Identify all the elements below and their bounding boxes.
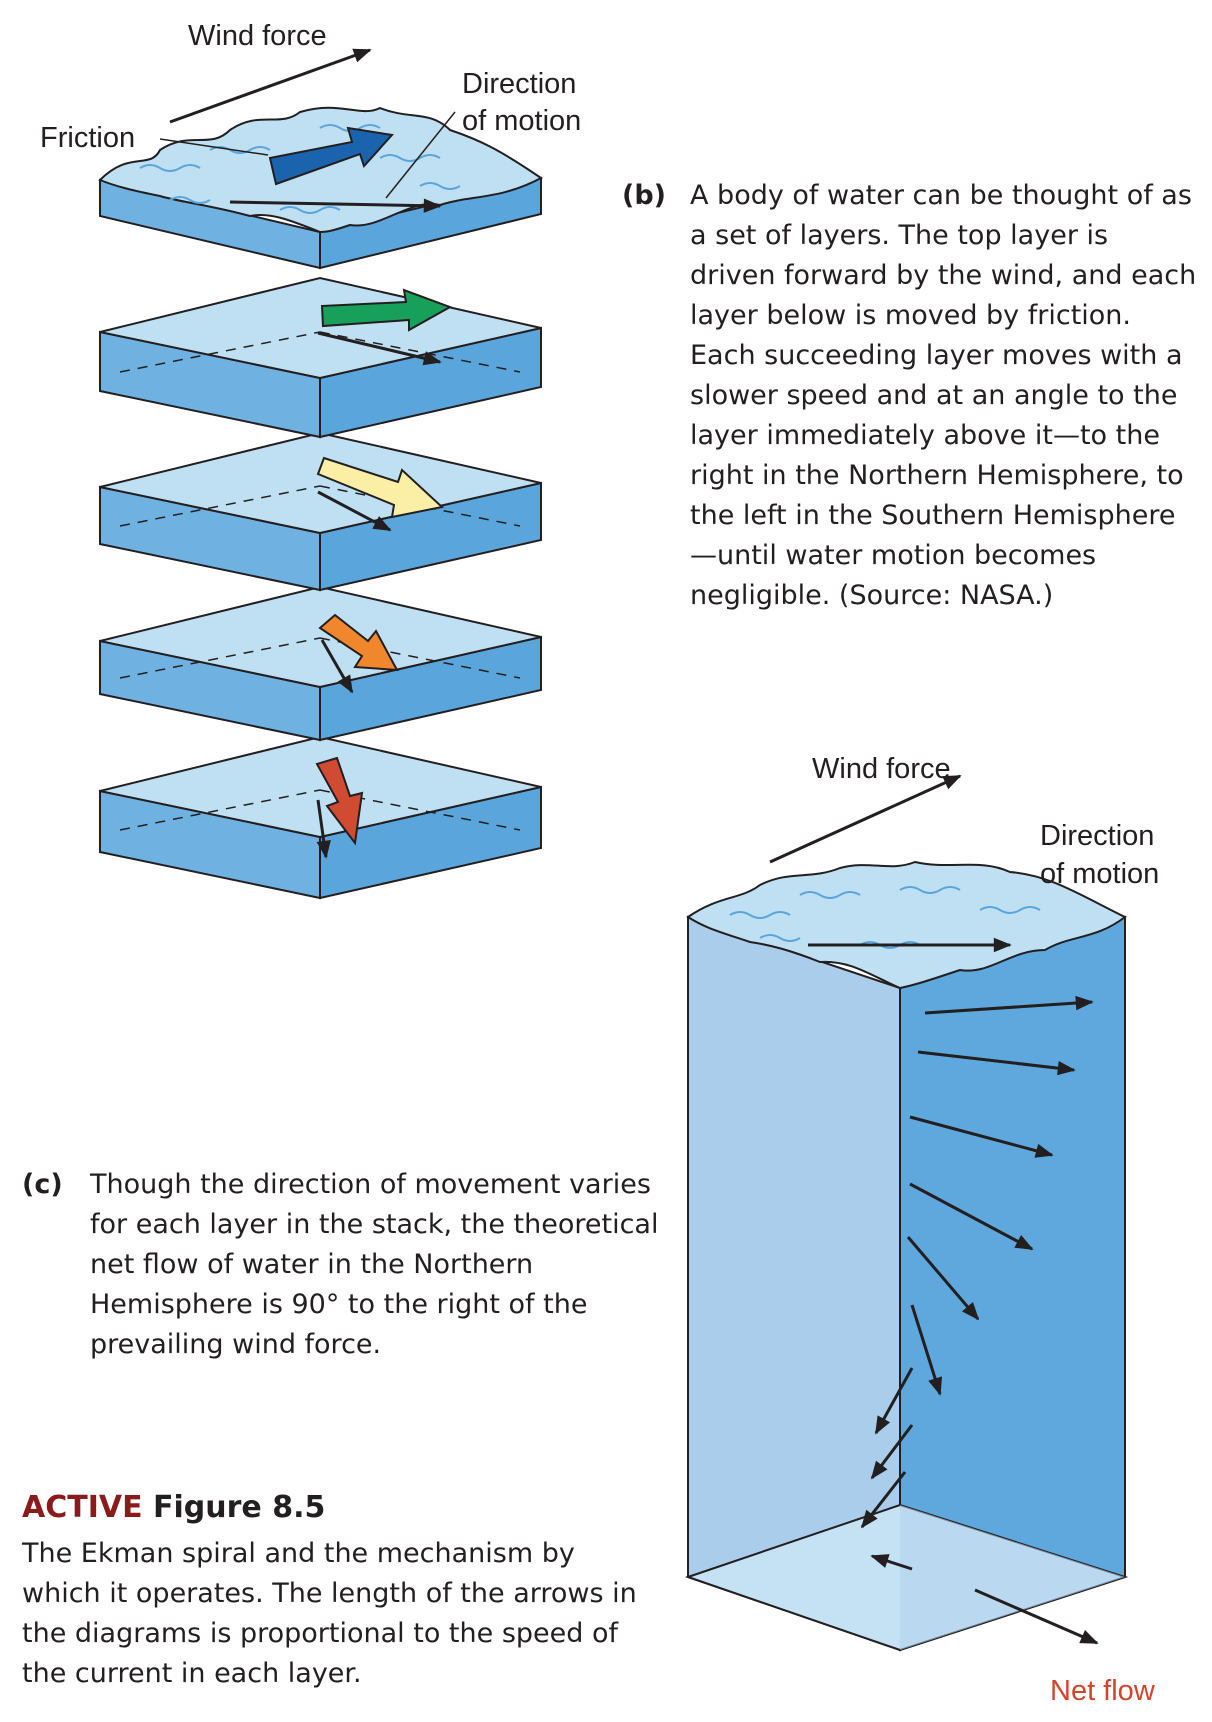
layer2-force-arrow (317, 331, 442, 366)
caption-c: (c) Though the direction of movement var… (22, 1165, 672, 1365)
friction-label: Friction (40, 122, 135, 154)
caption-c-text: Though the direction of movement varies … (90, 1169, 659, 1360)
water-layer-1 (98, 106, 543, 270)
layer4-force-arrow (320, 639, 354, 694)
friction-leader-line (159, 138, 269, 156)
water-layer-3 (99, 431, 542, 592)
layer2-flow-arrow (320, 288, 453, 332)
spiral-arrow-6 (910, 1304, 943, 1396)
figure-text: The Ekman spiral and the mechanism by wh… (22, 1538, 637, 1689)
direction-leader-line (385, 111, 456, 199)
direction-label-right-2: of motion (1040, 858, 1159, 890)
layer5-force-arrow (316, 799, 331, 859)
net-flow-arrow (974, 1588, 1099, 1645)
spiral-arrow-7 (874, 1367, 914, 1435)
layer5-flow-arrow (315, 756, 364, 846)
caption-b: (b) A body of water can be thought of as… (622, 176, 1202, 616)
water-layer-2 (99, 276, 542, 439)
figure-heading: ACTIVE Figure 8.5 (22, 1488, 642, 1528)
spiral-arrow-9 (860, 1471, 907, 1529)
figure-caption: ACTIVE Figure 8.5 The Ekman spiral and t… (22, 1488, 642, 1694)
wind-force-label-top: Wind force (188, 20, 327, 52)
water-layer-4 (99, 585, 542, 742)
net-flow-label: Net flow (1050, 1675, 1156, 1707)
layer3-force-arrow (317, 490, 392, 532)
layer1-force-arrow (229, 198, 442, 213)
spiral-arrow-3 (909, 1115, 1054, 1158)
water-layer-5 (99, 735, 542, 900)
caption-c-tag: (c) (22, 1169, 63, 1200)
spiral-arrow-2 (917, 1050, 1076, 1076)
caption-b-tag: (b) (622, 180, 667, 211)
layer1-flow-arrow (268, 126, 394, 186)
direction-label-right-1: Direction (1040, 820, 1154, 852)
wind-force-label-right: Wind force (812, 753, 951, 785)
water-column (684, 860, 1129, 1652)
ekman-spiral-arrows (860, 995, 1094, 1571)
spiral-arrow-1 (924, 995, 1094, 1015)
layer3-flow-arrow (316, 456, 445, 519)
spiral-arrow-8 (870, 1424, 914, 1480)
wind-force-arrow-top (169, 48, 372, 124)
layer4-flow-arrow (318, 613, 399, 672)
direction-label-top-2: of motion (462, 105, 581, 137)
direction-label-top-1: Direction (462, 68, 576, 100)
spiral-arrow-4 (909, 1182, 1034, 1251)
figure-active-label: ACTIVE (22, 1490, 143, 1525)
spiral-arrow-10 (870, 1554, 913, 1571)
figure-title: Figure 8.5 (153, 1490, 326, 1525)
caption-b-text: A body of water can be thought of as a s… (690, 180, 1197, 611)
wind-force-arrow-right (769, 774, 962, 864)
spiral-arrow-5 (906, 1236, 980, 1321)
